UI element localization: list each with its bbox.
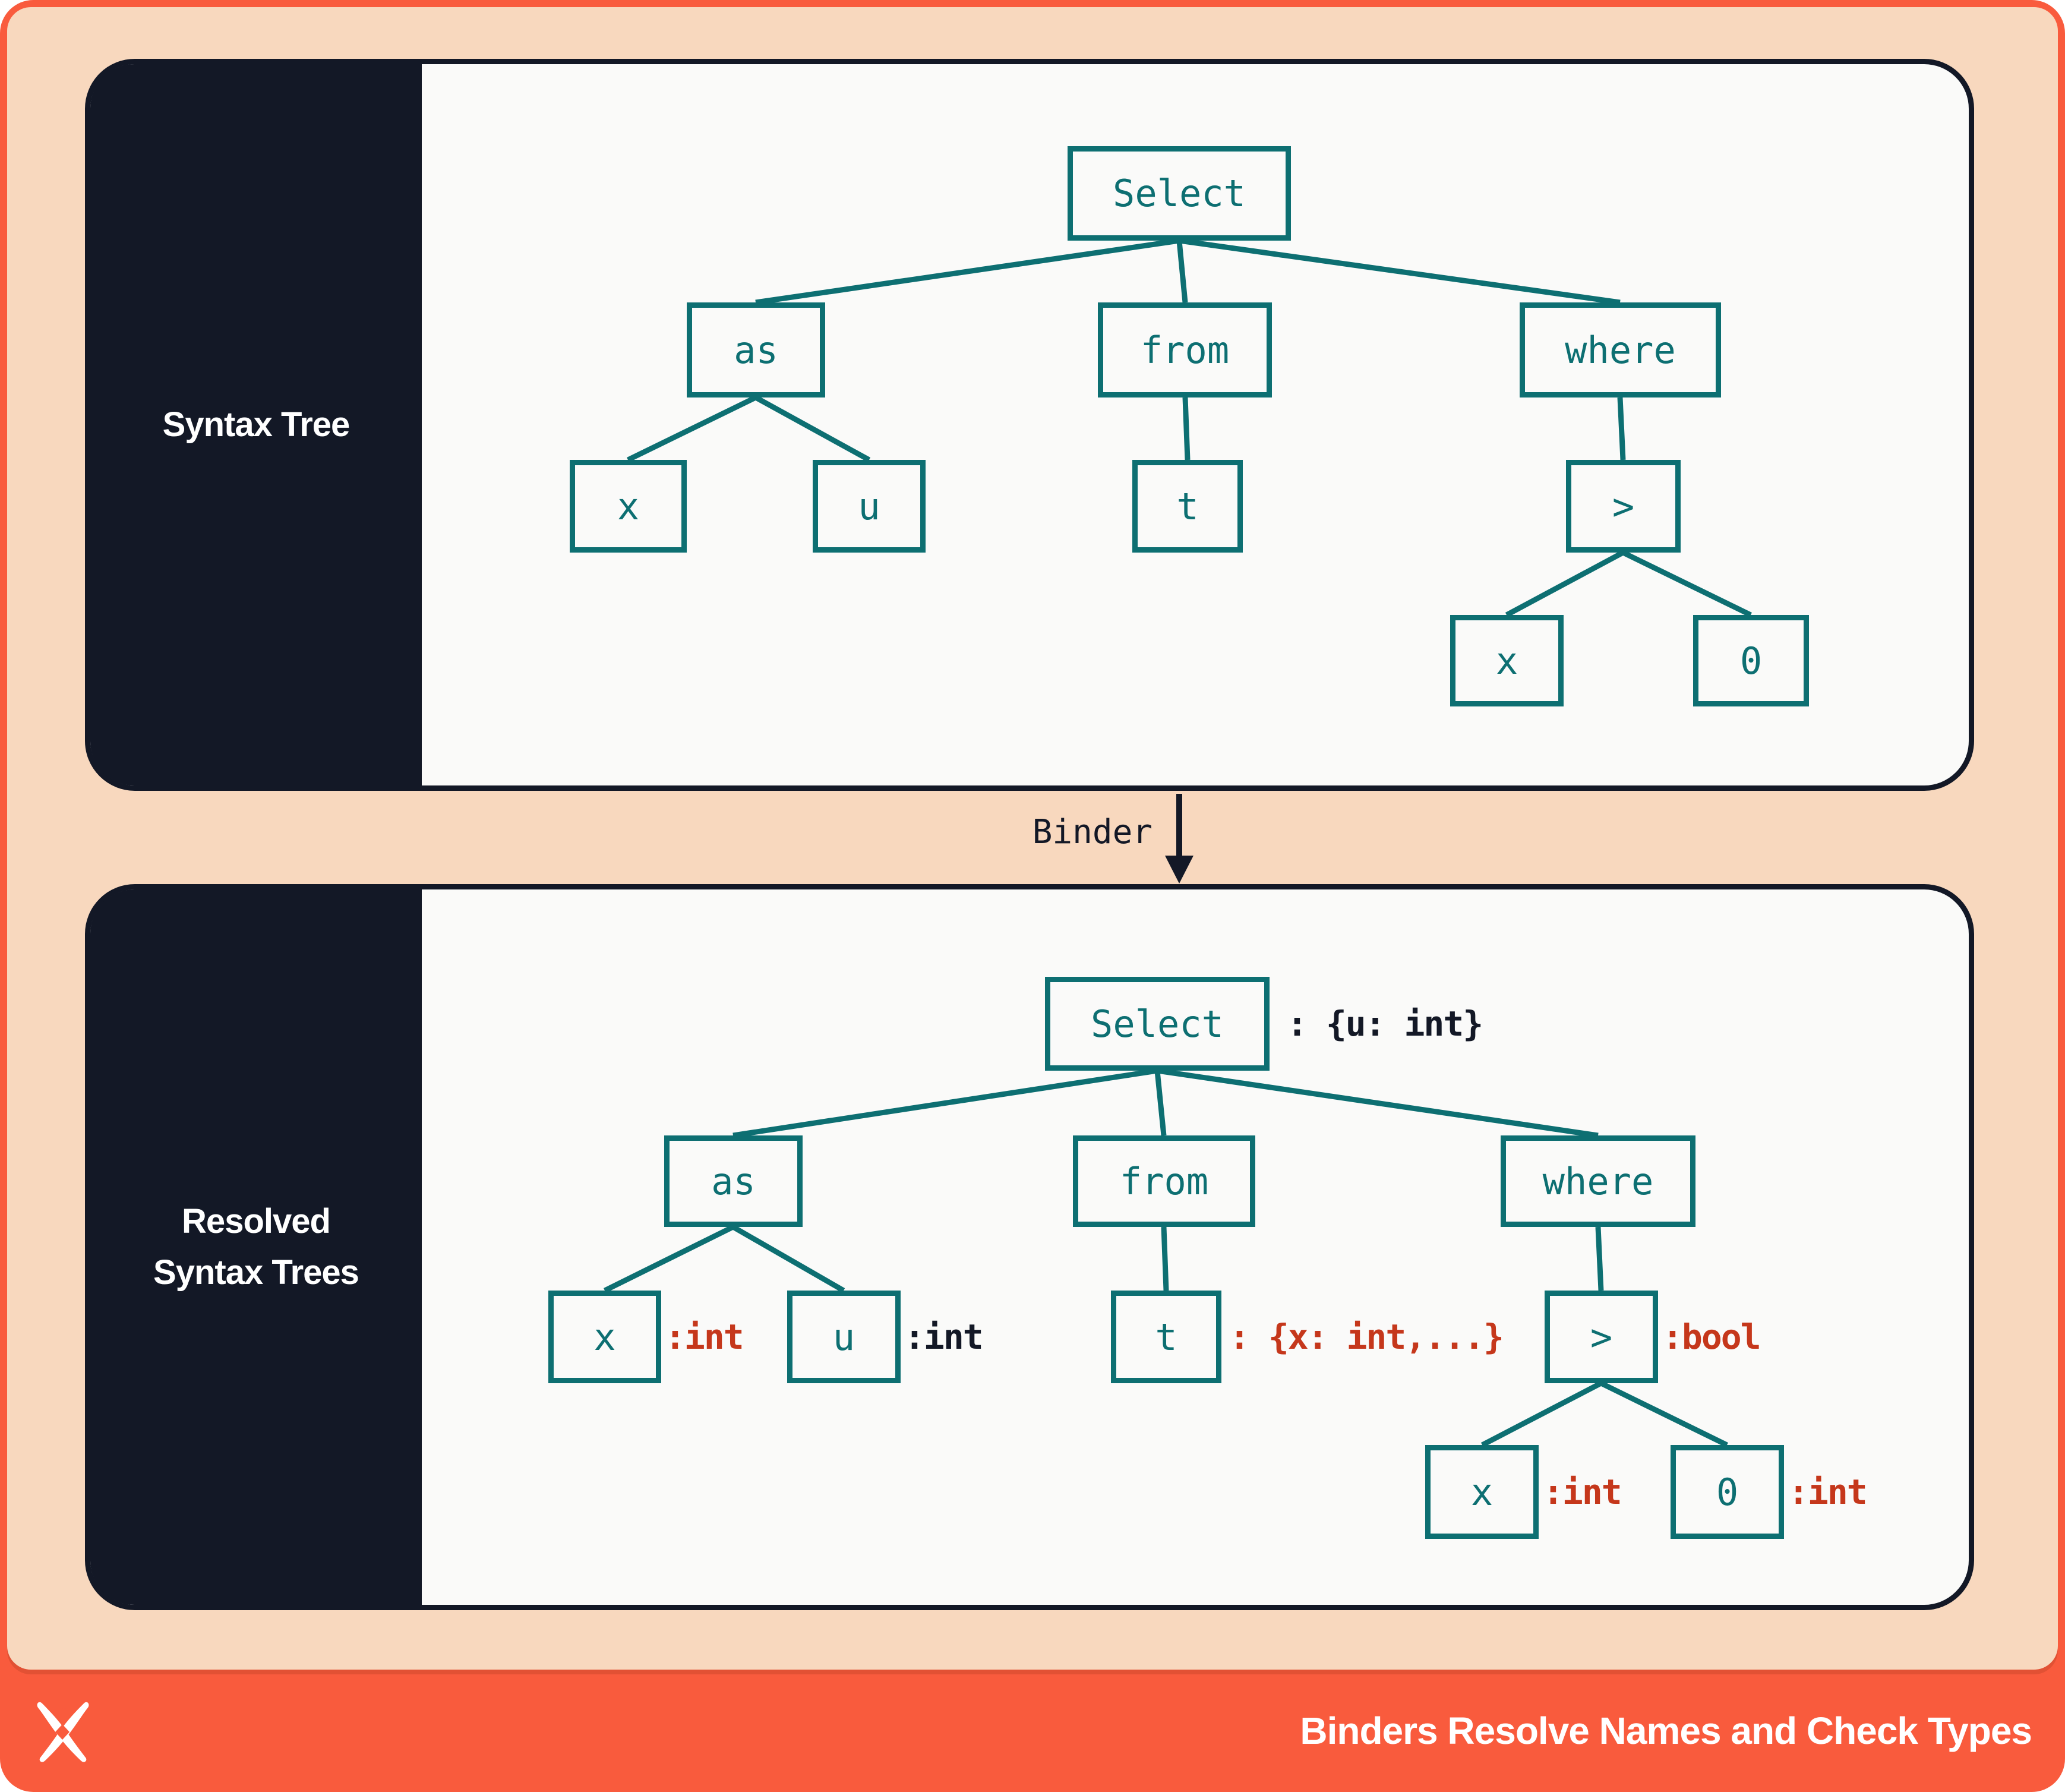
node-x: x: [1450, 615, 1564, 706]
node-label: as: [734, 328, 778, 372]
node-t: t: [1111, 1291, 1221, 1383]
resolved-syntax-trees-panel: Resolved Syntax Trees Select : {u: int} …: [85, 884, 1974, 1610]
node-u: u: [787, 1291, 901, 1383]
node-zero: 0: [1693, 615, 1809, 706]
syntax-tree-sidebar: Syntax Tree: [90, 64, 422, 785]
node-label: u: [832, 1315, 855, 1359]
node-x: x: [570, 460, 687, 553]
dxos-logo-icon: [37, 1700, 89, 1762]
node-label: as: [711, 1159, 756, 1203]
type-annotation-x2: :int: [1543, 1472, 1622, 1512]
node-as: as: [664, 1135, 803, 1227]
node-greater-than: >: [1566, 460, 1681, 553]
panel-title: Syntax Tree: [162, 405, 351, 444]
node-from: from: [1098, 302, 1272, 397]
node-as: as: [687, 302, 825, 397]
node-x: x: [1425, 1445, 1539, 1539]
node-label: t: [1155, 1315, 1177, 1359]
node-zero: 0: [1671, 1445, 1784, 1539]
node-select: Select: [1045, 977, 1270, 1071]
node-t: t: [1132, 460, 1243, 553]
syntax-tree-panel: Syntax Tree Select as from where x u t >…: [85, 59, 1974, 791]
resolved-syntax-trees-sidebar: Resolved Syntax Trees: [90, 889, 422, 1605]
node-u: u: [813, 460, 926, 553]
type-annotation-u: :int: [904, 1317, 984, 1357]
node-label: t: [1176, 484, 1199, 528]
node-label: 0: [1739, 639, 1763, 683]
type-annotation-x: :int: [665, 1317, 744, 1357]
node-label: x: [1495, 639, 1518, 683]
type-annotation-greater-than: :bool: [1662, 1317, 1761, 1357]
node-label: u: [858, 484, 880, 528]
node-label: >: [1612, 484, 1635, 528]
node-label: where: [1542, 1159, 1654, 1203]
node-label: from: [1119, 1159, 1209, 1203]
panel-title-line1: Resolved: [182, 1202, 331, 1241]
type-annotation-t: : {x: int,...}: [1229, 1317, 1504, 1357]
node-x: x: [548, 1291, 661, 1383]
footer-title: Binders Resolve Names and Check Types: [1300, 1709, 2032, 1752]
node-from: from: [1073, 1135, 1255, 1227]
node-where: where: [1501, 1135, 1695, 1227]
node-label: x: [1470, 1470, 1494, 1514]
node-label: x: [593, 1315, 616, 1359]
node-label: x: [617, 484, 640, 528]
node-label: >: [1590, 1315, 1613, 1359]
node-greater-than: >: [1545, 1291, 1658, 1383]
node-label: where: [1565, 328, 1676, 372]
node-label: Select: [1091, 1002, 1224, 1046]
node-label: Select: [1113, 172, 1246, 215]
node-label: from: [1140, 328, 1230, 372]
type-annotation-select: : {u: int}: [1287, 1004, 1483, 1044]
node-label: 0: [1716, 1470, 1739, 1514]
binder-arrow-icon: [1165, 794, 1193, 884]
binder-label: Binder: [1032, 813, 1153, 851]
type-annotation-zero: :int: [1788, 1472, 1868, 1512]
panel-title-line2: Syntax Trees: [153, 1253, 359, 1292]
node-select: Select: [1068, 146, 1291, 241]
node-where: where: [1520, 302, 1721, 397]
